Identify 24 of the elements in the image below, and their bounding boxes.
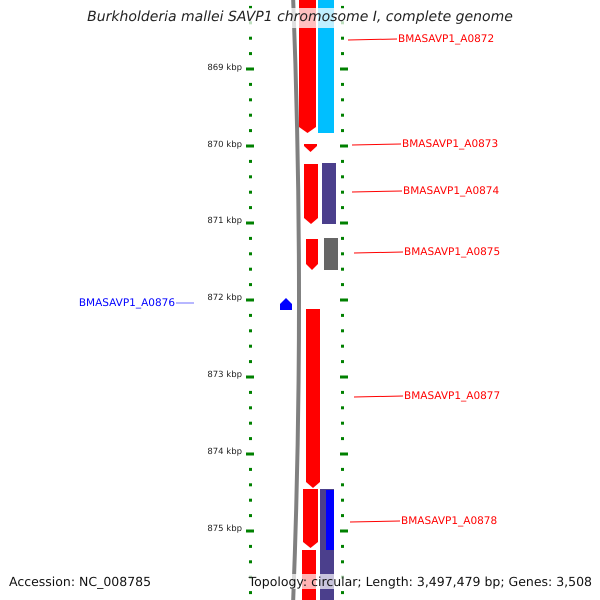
scale-label: 873 kbp — [207, 369, 242, 381]
leader-line — [348, 38, 398, 40]
title: Burkholderia mallei SAVP1 chromosome I, complete genome — [86, 9, 514, 25]
leader-line — [354, 396, 404, 398]
accession-text: Accession: NC_008785 — [9, 574, 152, 589]
gene-label: BMASAVP1_A0878 — [401, 514, 498, 528]
gene-label: BMASAVP1_A0875 — [404, 245, 500, 259]
leader-line — [352, 144, 402, 146]
genome-info-text: Topology: circular; Length: 3,497,479 bp; Genes: 3,508 — [248, 574, 592, 589]
gene-label: BMASAVP1_A0874 — [403, 184, 500, 198]
leader-line — [354, 252, 404, 254]
leader-line — [352, 190, 402, 192]
scale-label: 872 kbp — [207, 292, 242, 304]
gene-label: BMASAVP1_A0876 — [78, 296, 175, 310]
scale-label: 874 kbp — [207, 446, 242, 458]
leader-line — [176, 302, 194, 304]
scale-label: 871 kbp — [207, 215, 242, 227]
scale-label: 869 kbp — [207, 62, 242, 74]
scale-label: 875 kbp — [207, 523, 242, 535]
gene-label: BMASAVP1_A0877 — [404, 389, 500, 403]
gene-label: BMASAVP1_A0873 — [402, 137, 498, 151]
leader-line — [350, 520, 400, 522]
scale-label: 870 kbp — [207, 139, 242, 151]
gene-label: BMASAVP1_A0872 — [398, 32, 494, 46]
